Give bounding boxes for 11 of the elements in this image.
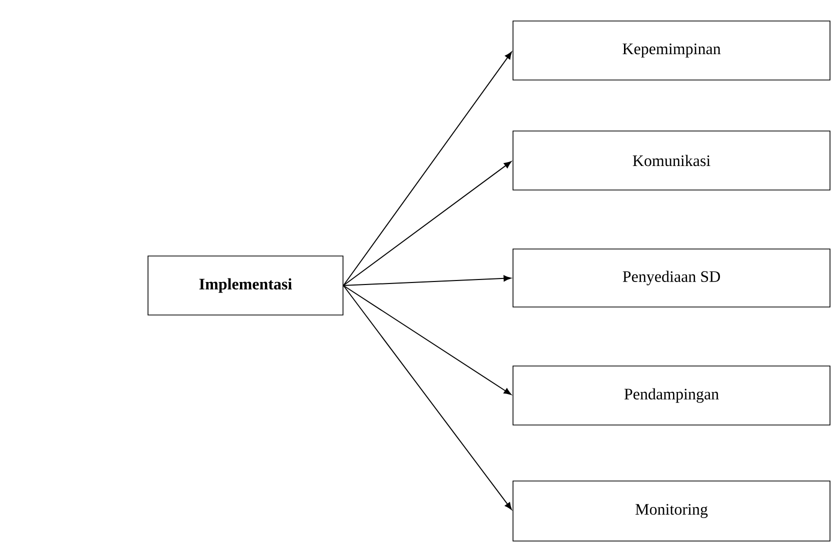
process-box: Penyediaan SD bbox=[512, 248, 830, 308]
process-box: Pendampingan bbox=[512, 366, 830, 426]
arrow bbox=[342, 285, 512, 395]
process-box: Monitoring bbox=[512, 480, 830, 542]
arrow bbox=[342, 161, 512, 286]
arrow bbox=[342, 52, 512, 286]
process-box: Kepemimpinan bbox=[512, 20, 830, 80]
arrow bbox=[342, 285, 512, 510]
process-box: Implementasi bbox=[148, 256, 344, 316]
process-box: Komunikasi bbox=[512, 130, 830, 190]
arrow bbox=[342, 275, 512, 286]
